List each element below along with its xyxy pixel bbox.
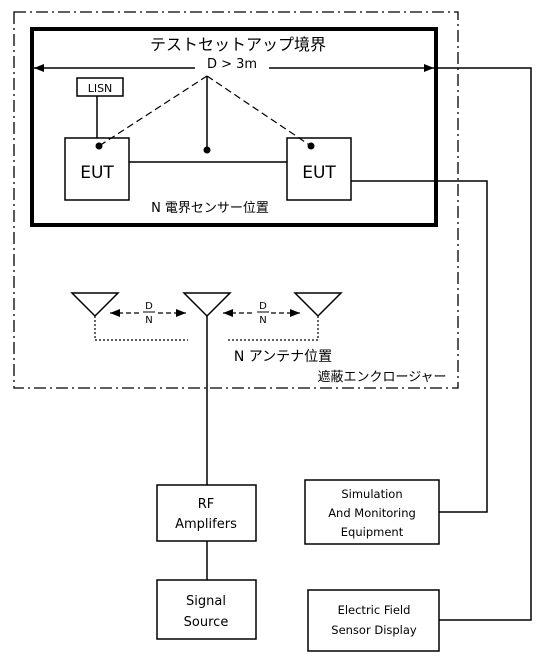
- antenna-spacing-left-bg: [141, 299, 157, 327]
- eut-right-label: EUT: [302, 163, 336, 183]
- field-sensor-right-dot: [307, 142, 315, 150]
- sensor-to-display-line: [434, 67, 532, 621]
- eut-left-label: EUT: [80, 163, 114, 183]
- eut-to-monitoring-line: [351, 180, 488, 513]
- lisn-label: LISN: [88, 82, 113, 95]
- rf-amplifiers-box: [156, 484, 257, 542]
- antenna-center-icon: [182, 292, 232, 318]
- rf-amplifiers-line2: Amplifers: [175, 517, 237, 532]
- signal-source-line2: Source: [184, 615, 229, 630]
- sensor-display-line2: Sensor Display: [331, 623, 417, 637]
- antenna-spacing-right-bg: [255, 299, 271, 327]
- simulation-monitoring-line3: Equipment: [341, 525, 404, 539]
- simulation-monitoring-box: [304, 479, 440, 545]
- simulation-monitoring-line1: Simulation: [341, 487, 402, 501]
- eut-right-box: [286, 137, 352, 201]
- shielded-enclosure-label: 遮蔽エンクロージャー: [317, 369, 446, 385]
- antenna-spacing-left-denominator: N: [145, 315, 152, 326]
- field-sensor-positions-label: N 電界センサー位置: [151, 201, 269, 216]
- sensor-display-box: [307, 589, 440, 652]
- rf-amplifiers-line1: RF: [198, 497, 215, 512]
- test-setup-boundary-title: テストセットアップ境界: [150, 35, 326, 54]
- sensor-dashed-line-right: [206, 75, 312, 147]
- field-sensor-center-dot: [203, 146, 211, 154]
- sensor-display-line1: Electric Field: [338, 603, 411, 617]
- lisn-box: [76, 77, 124, 97]
- eut-left-box: [64, 137, 130, 201]
- antenna-right-dotted-link: [226, 316, 319, 341]
- antenna-spacing-right-numerator: D: [259, 301, 267, 312]
- field-sensor-left-dot: [95, 142, 103, 150]
- antenna-left-icon: [70, 292, 120, 318]
- antenna-spacing-left-numerator: D: [145, 301, 153, 312]
- antenna-right-icon: [293, 292, 343, 318]
- signal-source-box: [156, 579, 257, 640]
- antenna-positions-label: N アンテナ位置: [234, 349, 332, 365]
- distance-label-background: [195, 55, 269, 72]
- test-setup-boundary-box: [30, 27, 438, 227]
- distance-label: D > 3m: [207, 57, 257, 72]
- antenna-left-dotted-link: [94, 316, 188, 341]
- signal-source-line1: Signal: [186, 594, 226, 609]
- shielded-enclosure-border: [13, 11, 459, 389]
- simulation-monitoring-line2: And Monitoring: [328, 506, 416, 520]
- antenna-spacing-right-denominator: N: [259, 315, 266, 326]
